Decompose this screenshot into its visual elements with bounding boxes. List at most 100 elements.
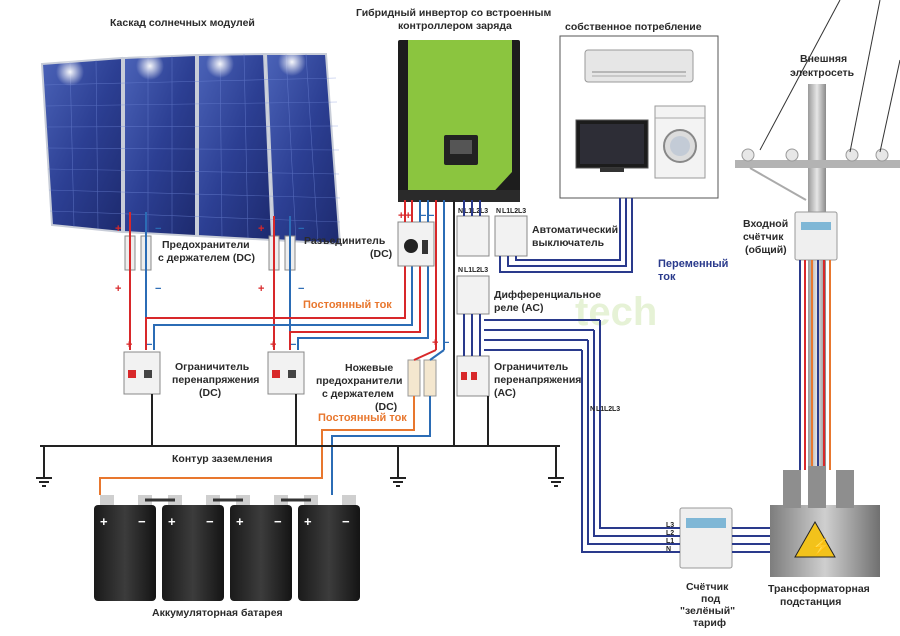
surge-dc-label-1: Ограничитель bbox=[175, 361, 250, 373]
minus-sign-9: − bbox=[443, 337, 449, 349]
tv-icon bbox=[575, 119, 649, 172]
green-tariff-meter bbox=[679, 507, 733, 569]
bat-minus-3: − bbox=[274, 514, 282, 529]
term-l1-bus: L1 bbox=[596, 406, 604, 413]
watermark-text: tech bbox=[575, 290, 657, 334]
term-n-1: N bbox=[458, 208, 463, 215]
knife-fuses-label-3: с держателем bbox=[322, 388, 394, 400]
dc-surge-protector-right bbox=[267, 351, 305, 395]
battery-bank bbox=[94, 495, 360, 601]
term-l2-meter: L2 bbox=[666, 530, 674, 537]
bat-minus-4: − bbox=[342, 514, 350, 529]
term-l3-bus: L3 bbox=[612, 406, 620, 413]
plus-sign-9: + bbox=[432, 337, 438, 349]
green-meter-label-1: Счётчик bbox=[686, 581, 729, 593]
minus-sign-6: − bbox=[290, 339, 296, 351]
ac-bus-lines bbox=[581, 320, 770, 553]
dc-fuses-label-2: с держателем (DC) bbox=[158, 252, 255, 264]
surge-ac-label-3: (АС) bbox=[494, 387, 516, 399]
disconnector-label-1: Разъединитель bbox=[304, 235, 386, 247]
bat-plus-4: + bbox=[304, 514, 312, 529]
term-n-bus: N bbox=[590, 406, 595, 413]
diff-relay-label-2: реле (АС) bbox=[494, 302, 543, 314]
bat-plus-2: + bbox=[168, 514, 176, 529]
term-n-3: N bbox=[458, 267, 463, 274]
solar-panel-array bbox=[40, 48, 342, 246]
plus-sign-3: + bbox=[115, 283, 121, 295]
battery-cell-1 bbox=[94, 505, 156, 601]
battery-cell-4 bbox=[298, 505, 360, 601]
minus-sign-8: − bbox=[428, 210, 434, 222]
external-grid-label-2: электросеть bbox=[790, 67, 855, 79]
minus-sign-4: − bbox=[298, 283, 304, 295]
plus-sign-4: + bbox=[258, 283, 264, 295]
minus-sign-2: − bbox=[298, 223, 304, 235]
knife-fuses bbox=[407, 359, 437, 397]
term-l3-1: L3 bbox=[480, 208, 488, 215]
external-grid-label-1: Внешняя bbox=[800, 53, 847, 65]
term-l1-1: L1 bbox=[464, 208, 472, 215]
battery-cell-3 bbox=[230, 505, 292, 601]
term-n-2: N bbox=[496, 208, 501, 215]
knife-fuses-label-1: Ножевые bbox=[345, 362, 393, 374]
minus-sign-3: − bbox=[155, 283, 161, 295]
ac-breakers-inverter bbox=[456, 215, 528, 257]
solar-cascade-label: Каскад солнечных модулей bbox=[110, 17, 255, 29]
surge-dc-label-3: (DC) bbox=[199, 387, 221, 399]
air-conditioner-icon bbox=[584, 49, 694, 83]
plus-sign-8: + bbox=[405, 210, 411, 222]
term-l3-meter: L3 bbox=[666, 522, 674, 529]
disconnector-label-2: (DC) bbox=[370, 248, 392, 260]
input-meter-label-2: счётчик bbox=[743, 231, 784, 243]
term-l1-3: L1 bbox=[464, 267, 472, 274]
battery-cell-2 bbox=[162, 505, 224, 601]
term-l2-3: L2 bbox=[472, 267, 480, 274]
bat-minus-2: − bbox=[206, 514, 214, 529]
minus-sign-7: − bbox=[420, 210, 426, 222]
minus-sign-1: − bbox=[155, 223, 161, 235]
plus-sign-2: + bbox=[258, 223, 264, 235]
plus-sign-1: + bbox=[115, 223, 121, 235]
alternating-label-1: Переменный bbox=[658, 258, 728, 270]
battery-label: Аккумуляторная батарея bbox=[152, 607, 283, 619]
green-meter-label-2: под bbox=[701, 593, 721, 605]
term-l2-2: L2 bbox=[510, 208, 518, 215]
knife-fuses-label-2: предохранители bbox=[316, 375, 402, 387]
dc-disconnector bbox=[397, 221, 435, 267]
differential-relay bbox=[456, 275, 490, 315]
substation-label-1: Трансформаторная bbox=[768, 583, 870, 595]
plus-sign-6: + bbox=[270, 339, 276, 351]
solar-panel-4 bbox=[264, 53, 342, 246]
term-n-meter: N bbox=[666, 546, 671, 553]
green-meter-label-4: тариф bbox=[693, 617, 726, 629]
dc-surge-protector-left bbox=[123, 351, 161, 395]
inverter-label-line1: Гибридный инвертор со встроенным bbox=[356, 7, 551, 19]
term-l3-2: L3 bbox=[518, 208, 526, 215]
washing-machine-icon bbox=[654, 105, 706, 179]
surge-ac-label-2: перенапряжения bbox=[494, 374, 581, 386]
inverter-label-line2: контроллером заряда bbox=[398, 20, 512, 32]
alternating-label-2: ток bbox=[658, 271, 676, 283]
substation-label-2: подстанция bbox=[780, 596, 841, 608]
own-consumption-label: собственное потребление bbox=[565, 21, 702, 33]
dc-current-label-1: Постоянный ток bbox=[303, 299, 392, 311]
ground-symbols bbox=[36, 477, 564, 487]
term-l1-2: L1 bbox=[502, 208, 510, 215]
term-l3-3: L3 bbox=[480, 267, 488, 274]
term-l2-1: L2 bbox=[472, 208, 480, 215]
solar-panel-1 bbox=[40, 56, 123, 234]
dc-current-label-2: Постоянный ток bbox=[318, 412, 407, 424]
grid-cables bbox=[799, 260, 831, 470]
bat-minus-1: − bbox=[138, 514, 146, 529]
minus-sign-5: − bbox=[146, 339, 152, 351]
plus-sign-7: + bbox=[398, 210, 404, 222]
term-l1-meter: L1 bbox=[666, 538, 674, 545]
transformer-substation: ⚡ bbox=[770, 466, 880, 577]
knife-fuses-label-4: (DC) bbox=[375, 401, 397, 413]
svg-text:⚡: ⚡ bbox=[811, 537, 831, 556]
diff-relay-label-1: Дифференциальное bbox=[494, 289, 601, 301]
solar-panel-3 bbox=[197, 52, 274, 242]
ground-loop bbox=[40, 200, 560, 478]
surge-dc-label-2: перенапряжения bbox=[172, 374, 259, 386]
